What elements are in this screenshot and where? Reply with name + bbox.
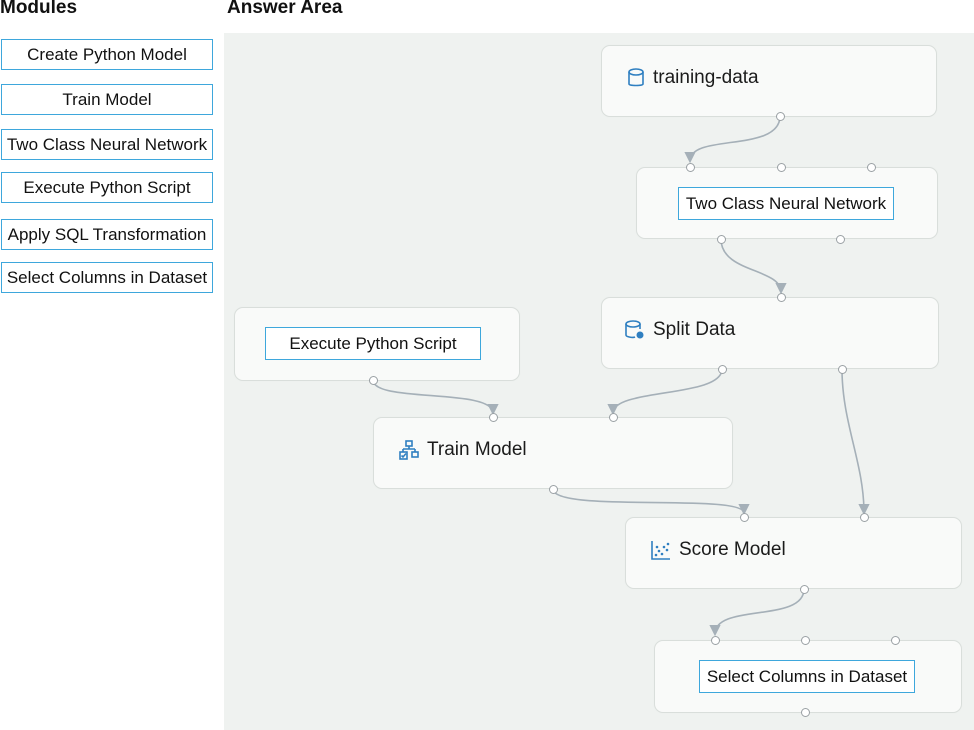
split-data-input-port[interactable] (776, 292, 786, 302)
select-columns-input-port-1[interactable] (710, 635, 720, 645)
training-data-output-port[interactable] (775, 111, 785, 121)
execute-python-output-port[interactable] (368, 375, 378, 385)
select-columns-input-port-2[interactable] (800, 635, 810, 645)
select-columns-input-port-3[interactable] (890, 635, 900, 645)
wire-training-to-network (684, 115, 781, 164)
wire-score-to-select (709, 588, 805, 637)
train-model-input-port-2[interactable] (608, 412, 618, 422)
wire-train-to-score (552, 488, 750, 516)
two-class-input-port-3[interactable] (866, 162, 876, 172)
execute-python-slot[interactable]: Execute Python Script (265, 327, 481, 360)
module-two-class-neural-network[interactable]: Two Class Neural Network (1, 129, 213, 160)
select-columns-output-port[interactable] (800, 707, 810, 717)
score-model-output-port[interactable] (799, 584, 809, 594)
two-class-network-slot[interactable]: Two Class Neural Network (678, 187, 894, 220)
wire-split-to-train (607, 368, 723, 416)
wire-network-to-split (720, 238, 787, 295)
select-columns-node[interactable]: Select Columns in Dataset (654, 640, 962, 713)
module-select-columns-in-dataset[interactable]: Select Columns in Dataset (1, 262, 213, 293)
module-create-python-model[interactable]: Create Python Model (1, 39, 213, 70)
module-execute-python-script[interactable]: Execute Python Script (1, 172, 213, 203)
execute-python-node[interactable]: Execute Python Script (234, 307, 520, 381)
split-data-label: Split Data (653, 319, 736, 340)
answer-area-canvas[interactable]: training-data Two Class Neural Network S… (224, 33, 974, 730)
database-split-icon (625, 320, 644, 339)
wire-split-to-score (841, 368, 870, 516)
train-model-input-port-1[interactable] (488, 412, 498, 422)
two-class-network-node[interactable]: Two Class Neural Network (636, 167, 938, 239)
two-class-output-port-1[interactable] (716, 234, 726, 244)
train-model-icon (399, 440, 419, 460)
train-model-label: Train Model (427, 439, 527, 460)
split-data-node[interactable]: Split Data (601, 297, 939, 369)
answer-area-heading: Answer Area (227, 0, 343, 18)
two-class-input-port-2[interactable] (776, 162, 786, 172)
two-class-output-port-2[interactable] (835, 234, 845, 244)
training-data-node[interactable]: training-data (601, 45, 937, 117)
score-model-node[interactable]: Score Model (625, 517, 962, 589)
modules-heading: Modules (0, 0, 78, 18)
split-data-output-port-2[interactable] (837, 364, 847, 374)
module-train-model[interactable]: Train Model (1, 84, 213, 115)
score-model-input-port-2[interactable] (859, 512, 869, 522)
wire-python-to-train (372, 379, 499, 416)
train-model-node[interactable]: Train Model (373, 417, 733, 489)
score-model-label: Score Model (679, 539, 786, 560)
training-data-label: training-data (653, 67, 759, 88)
split-data-output-port-1[interactable] (717, 364, 727, 374)
select-columns-slot[interactable]: Select Columns in Dataset (699, 660, 915, 693)
score-model-input-port-1[interactable] (739, 512, 749, 522)
train-model-output-port[interactable] (548, 484, 558, 494)
module-apply-sql-transformation[interactable]: Apply SQL Transformation (1, 219, 213, 250)
database-icon (628, 68, 644, 87)
two-class-input-port-1[interactable] (685, 162, 695, 172)
connection-wires (372, 115, 870, 637)
scatter-plot-icon (651, 541, 670, 560)
